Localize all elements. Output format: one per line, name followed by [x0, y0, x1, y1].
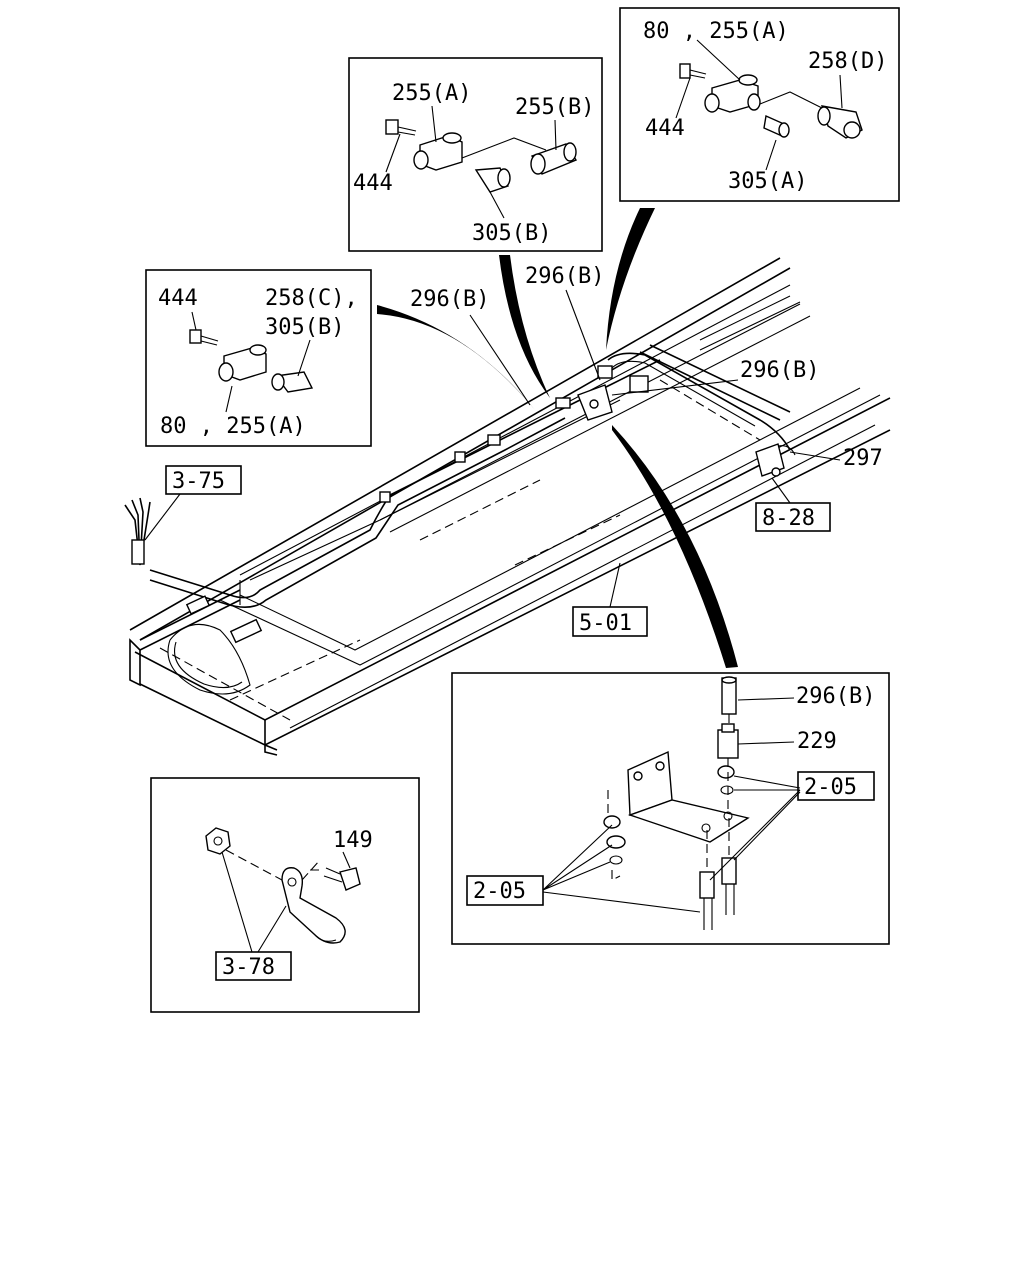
label-255b: 255(B)	[515, 95, 594, 120]
bolt-444-tm	[385, 119, 417, 136]
ref-2-05-b: 2-05	[473, 879, 526, 904]
lower-fittings	[699, 857, 737, 930]
label-258d: 258(D)	[808, 49, 887, 74]
inset-left-frame	[145, 269, 372, 447]
union-255b	[530, 142, 578, 175]
inset-bottom-left: 149 3-78	[150, 777, 420, 1013]
label-80-255a-tr: 80 , 255(A)	[643, 19, 789, 44]
pipe-296b	[721, 676, 737, 715]
label-258c: 258(C),	[265, 286, 358, 311]
ref-3-75: 3-75	[172, 469, 225, 494]
pipe-harness	[124, 352, 796, 695]
main-labels: 296(B) 296(B) 296(B) 297 3-75 8-28 5-01	[144, 264, 883, 637]
nipple-305a	[763, 114, 790, 138]
ref-5-01: 5-01	[579, 611, 632, 636]
ref-box-3-75	[165, 465, 242, 495]
label-229: 229	[797, 729, 837, 754]
ref-box-2-05-b	[466, 875, 544, 906]
label-305a: 305(A)	[728, 169, 807, 194]
bracket-plate	[627, 750, 750, 843]
inset-left: 444 258(C), 305(B) 80 , 255(A)	[145, 269, 372, 447]
label-296b-1: 296(B)	[410, 287, 489, 312]
inset-top-right-frame	[619, 7, 900, 202]
inset-bottom-right-frame	[451, 672, 890, 945]
elbow-305b-tm	[474, 167, 511, 193]
label-305b-tm: 305(B)	[472, 221, 551, 246]
inset-top-middle-frame	[348, 57, 603, 252]
clip-3-78	[281, 867, 346, 944]
inset-bottom-right: 296(B) 229 2-05 2-05	[451, 672, 890, 945]
nuts-left	[603, 815, 626, 865]
ref-box-3-78	[215, 951, 292, 981]
label-80-255a-l: 80 , 255(A)	[160, 414, 306, 439]
ref-2-05-a: 2-05	[804, 775, 857, 800]
label-255a-tm: 255(A)	[392, 81, 471, 106]
tee-fitting-tr	[704, 74, 761, 113]
nut-washer-br	[717, 765, 735, 795]
label-296b-3: 296(B)	[740, 358, 819, 383]
pointer-wedges	[377, 208, 738, 668]
ref-8-28: 8-28	[762, 506, 815, 531]
inset-top-right: 80 , 255(A) 258(D) 444 305(A)	[619, 7, 900, 202]
label-444-tr: 444	[645, 116, 685, 141]
ref-3-78: 3-78	[222, 955, 275, 980]
label-296b-2: 296(B)	[525, 264, 604, 289]
label-444-l: 444	[158, 286, 198, 311]
bolt-444-tr	[679, 63, 707, 79]
bolt-149	[323, 867, 361, 891]
label-305b-l: 305(B)	[265, 315, 344, 340]
tee-fitting-l	[218, 344, 267, 382]
tee-fitting-tm	[413, 132, 463, 171]
inset-top-middle: 255(A) 255(B) 444 305(B)	[348, 57, 603, 252]
bolt-444-l	[189, 329, 219, 346]
label-149: 149	[333, 828, 373, 853]
inset-bottom-left-frame	[150, 777, 420, 1013]
ref-box-8-28	[755, 502, 831, 532]
label-297: 297	[843, 446, 883, 471]
ref-box-2-05-a	[797, 771, 875, 801]
label-296b-br: 296(B)	[796, 684, 875, 709]
fitting-229	[717, 723, 739, 759]
elbow-258c	[271, 371, 314, 393]
elbow-258d	[817, 105, 863, 139]
nut-3-78	[205, 827, 231, 855]
label-444-tm: 444	[353, 171, 393, 196]
